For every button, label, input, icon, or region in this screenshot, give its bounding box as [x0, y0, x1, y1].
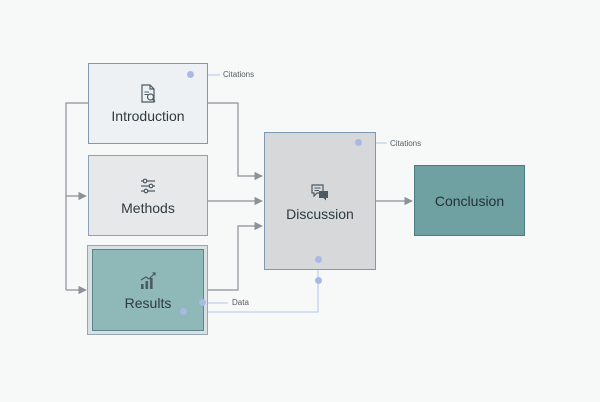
intro-citations-label: Citations [223, 70, 255, 79]
discussion-data-dot[interactable] [315, 256, 322, 263]
intro-to-discussion [208, 102, 263, 181]
discussion-citation-dot[interactable] [355, 139, 362, 146]
sliders-icon [141, 178, 155, 194]
bus-line [65, 102, 88, 290]
node-methods-label: Methods [121, 200, 175, 216]
results-to-discussion [208, 221, 263, 291]
node-results-label: Results [124, 294, 172, 311]
results-data-dot[interactable] [180, 308, 187, 315]
node-discussion[interactable]: Discussion [264, 132, 376, 270]
node-discussion-label: Discussion [286, 205, 354, 222]
discussion-citations-label: Citations [390, 139, 422, 148]
document-search-icon [141, 84, 156, 103]
bar-chart-icon [140, 271, 156, 289]
node-introduction[interactable]: Introduction [88, 63, 208, 144]
node-results[interactable]: Results [92, 249, 204, 331]
results-data-label: Data [232, 298, 249, 307]
node-conclusion-label: Conclusion [434, 192, 505, 209]
node-conclusion[interactable]: Conclusion [414, 165, 525, 236]
node-introduction-label: Introduction [111, 108, 185, 124]
data-label-dot[interactable] [199, 299, 206, 306]
node-methods[interactable]: Methods [88, 155, 208, 236]
data-link-dot[interactable] [315, 277, 322, 284]
intro-citation-dot[interactable] [187, 71, 194, 78]
chat-bubbles-icon [311, 183, 328, 200]
